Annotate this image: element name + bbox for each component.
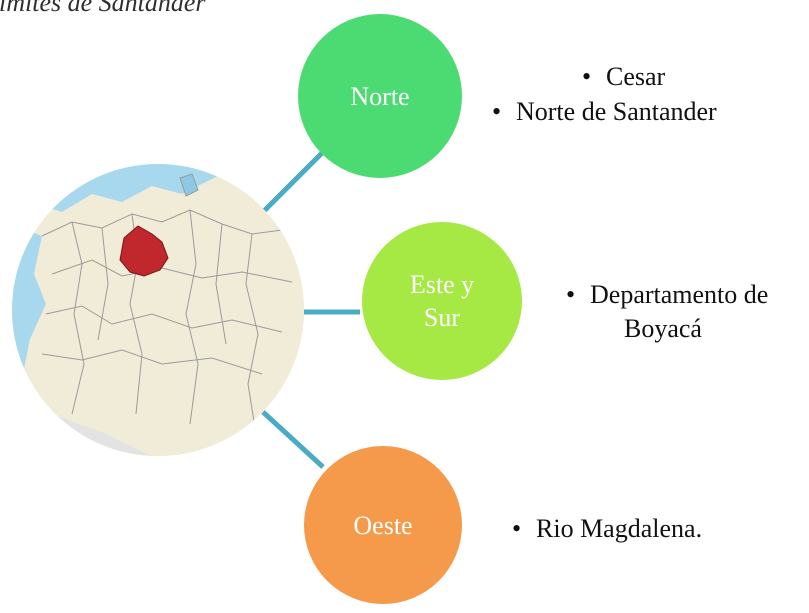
node-este-sur-label-line2: Sur <box>423 303 461 332</box>
node-norte: Norte <box>298 14 462 178</box>
colombia-map-image <box>12 164 304 456</box>
bullet-item: • Cesar <box>582 60 665 94</box>
bullet-icon: • <box>566 280 576 309</box>
node-oeste: Oeste <box>304 446 462 604</box>
bullet-list-oeste: • Rio Magdalena. <box>512 512 702 546</box>
node-este-sur: Este y Sur <box>362 222 522 380</box>
pacific-ocean <box>12 224 46 404</box>
bullet-text: Norte de Santander <box>516 97 717 126</box>
bullet-text-continued: Boyacá <box>624 314 702 343</box>
caribbean-sea <box>32 164 304 212</box>
lake-icon <box>179 173 199 197</box>
node-este-sur-label-line1: Este y <box>409 270 475 299</box>
bullet-icon: • <box>582 62 592 91</box>
bullet-icon: • <box>492 97 502 126</box>
bullet-text: Cesar <box>606 62 666 91</box>
santander-region <box>119 225 169 277</box>
bullet-text: Departamento de <box>590 280 769 309</box>
node-norte-label: Norte <box>350 81 410 111</box>
bullet-item: • Departamento de <box>566 278 768 312</box>
neighbor-region <box>12 379 152 456</box>
bullet-text: Rio Magdalena. <box>536 514 703 543</box>
bullet-list-norte-1: • Cesar <box>582 60 665 94</box>
bullet-list-este-sur: • Departamento de Boyacá <box>566 278 768 346</box>
slide-title: ímites de Santander <box>0 0 206 17</box>
bullet-item: • Rio Magdalena. <box>512 512 702 546</box>
node-oeste-label: Oeste <box>353 510 413 540</box>
bullet-list-norte-2: • Norte de Santander <box>492 95 717 129</box>
bullet-icon: • <box>512 514 522 543</box>
bullet-item: • Norte de Santander <box>492 95 717 129</box>
